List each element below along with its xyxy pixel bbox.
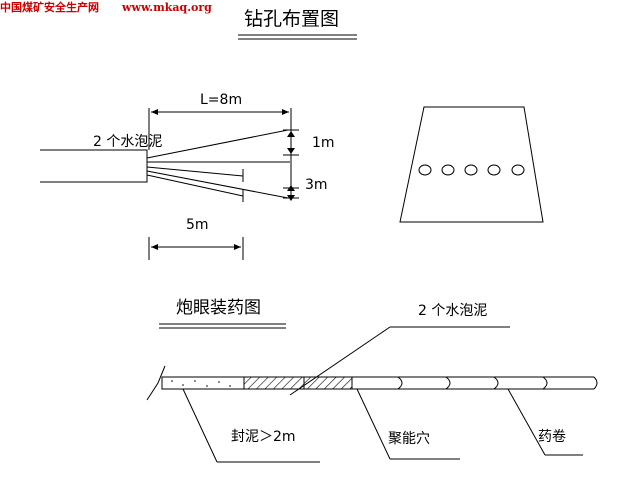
- borehole-line: [146, 174, 244, 197]
- leader-line: [507, 388, 546, 456]
- cavity-label: 聚能穴: [388, 431, 430, 447]
- borehole-line: [146, 170, 289, 199]
- blast-hole: [441, 164, 455, 176]
- arrowhead: [287, 131, 295, 137]
- shaped-charge-cavity: [445, 376, 451, 390]
- face-section: [399, 106, 544, 223]
- shaped-charge-cavity: [397, 376, 403, 390]
- drill-layout: 钻孔布置图 L=8m 2 个水泡泥 1m 3m: [40, 8, 357, 260]
- blast-hole: [418, 164, 432, 176]
- stemming-label: 封泥＞2m: [231, 429, 296, 445]
- offset-label: 5m: [186, 217, 209, 233]
- water-bag-1: [243, 376, 305, 390]
- stemming-section: [161, 376, 245, 390]
- arrowhead: [287, 185, 295, 191]
- water-bag-2: [303, 376, 353, 390]
- face-trapezoid: [399, 106, 544, 223]
- charge-plug-label: 2 个水泡泥: [418, 303, 487, 319]
- cartridge-label: 药卷: [538, 429, 566, 445]
- leader-line: [356, 388, 391, 460]
- borehole-line: [146, 129, 289, 159]
- spacing-label-3m: 3m: [305, 177, 328, 193]
- watermark-site-name: 中国煤矿安全生产网: [0, 0, 99, 14]
- roadway-outline: [40, 149, 148, 183]
- blast-hole: [511, 164, 525, 176]
- length-label: L=8m: [200, 92, 242, 108]
- arrowhead: [287, 195, 295, 201]
- hole-collar: [146, 365, 166, 401]
- shaped-charge-cavity: [493, 376, 499, 390]
- leader-line: [182, 388, 218, 463]
- charge-diagram: 炮眼装药图 2 个水泡泥 封泥＞2m 聚能穴: [146, 298, 598, 463]
- watermark-url: www.mkaq.org: [121, 1, 212, 14]
- hole-end: [593, 376, 598, 390]
- charge-diagram-title: 炮眼装药图: [176, 298, 261, 318]
- stemming-dots: [171, 380, 231, 387]
- arrowhead: [287, 148, 295, 154]
- spacing-label-1m: 1m: [312, 135, 335, 151]
- shaped-charge-cavity: [542, 376, 548, 390]
- blast-hole: [487, 164, 501, 176]
- drill-plug-label: 2 个水泡泥: [93, 134, 162, 150]
- borehole-line: [146, 166, 244, 177]
- blast-hole: [464, 164, 478, 176]
- watermark: 中国煤矿安全生产网 www.mkaq.org: [0, 0, 212, 14]
- drill-layout-title: 钻孔布置图: [244, 8, 339, 30]
